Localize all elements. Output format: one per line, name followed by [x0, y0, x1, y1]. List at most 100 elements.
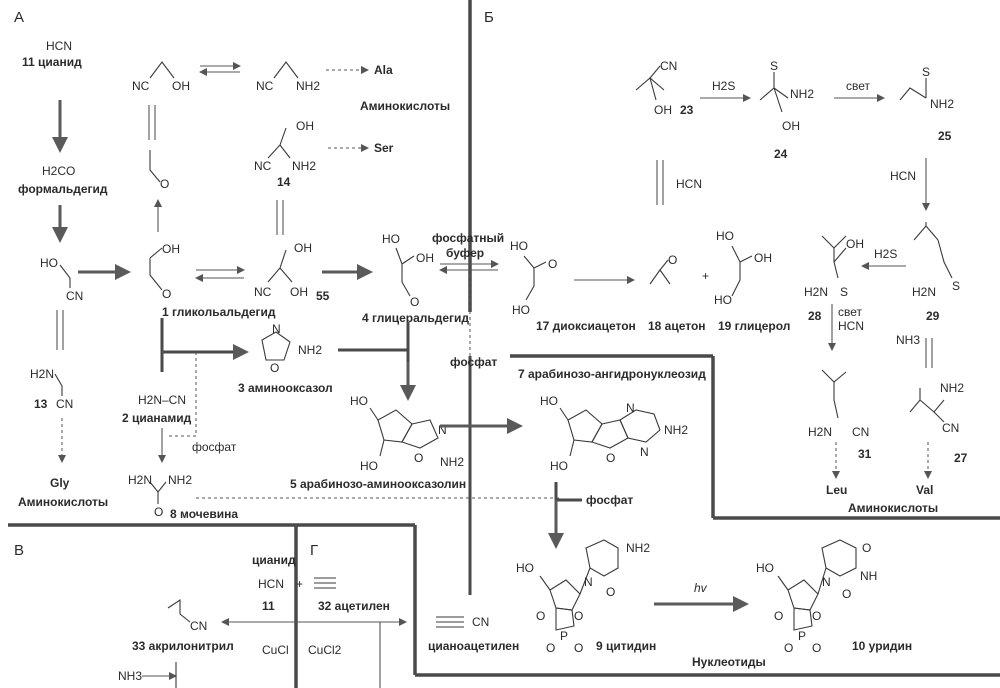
- aminopropionitrile-bonds: [273, 61, 299, 79]
- nh3-right: NH3: [896, 333, 920, 347]
- glycerol-bonds: [731, 245, 741, 297]
- c23-cn: CN: [660, 59, 677, 73]
- c28-s: S: [840, 285, 848, 299]
- anhydro-ho-bottom: HO: [550, 459, 568, 473]
- c24-bonds: [759, 87, 789, 101]
- cytidine-p: P: [560, 629, 568, 643]
- acetone-co: [659, 259, 669, 271]
- c28-cs: [833, 261, 839, 279]
- cyanoacetylene-triple-bond: [436, 616, 464, 628]
- anhydronucleoside-label: 7 арабинозо-ангидронуклеозид: [518, 367, 706, 381]
- glycolaldehyde-oh: OH: [162, 242, 180, 256]
- acetone-label: 18 ацетон: [648, 319, 706, 333]
- arabinose-aminooxazoline-structure: [369, 407, 439, 457]
- cucl: CuCl: [262, 643, 289, 657]
- phosphate-buffer-1: фосфатный: [432, 231, 504, 245]
- aminooxazole-o: O: [270, 361, 279, 375]
- serinonitrile-bonds-a: [267, 127, 287, 159]
- section-label-g: Г: [310, 542, 318, 559]
- compound-31: 31: [858, 447, 872, 461]
- nh3-bottom: NH3: [118, 669, 142, 683]
- anhydronucleoside-structure: [559, 407, 661, 457]
- ala-label: Ala: [374, 63, 393, 77]
- compound-29: 29: [926, 309, 940, 323]
- uridine-oo: O: [784, 641, 793, 655]
- c55-bonds-a: [267, 249, 287, 283]
- dha-ho: HO: [510, 239, 528, 253]
- anhydro-n2: N: [640, 445, 649, 459]
- c28-top: [821, 235, 847, 249]
- aminooxazole-ring: [261, 331, 291, 361]
- glyceraldehyde-label: 4 глицеральдегид: [362, 311, 469, 325]
- aminoacetonitrile-h2n: H2N: [30, 367, 54, 381]
- glyceraldehyde-oh: OH: [416, 251, 434, 265]
- h2s-2: H2S: [874, 247, 897, 261]
- aminopropionitrile-nc: NC: [256, 79, 274, 93]
- section-frames: [8, 0, 1000, 688]
- acrylonitrile-bonds: [167, 598, 191, 623]
- glyceraldehyde-o: O: [410, 295, 419, 309]
- leu-label: Leu: [826, 483, 847, 497]
- anhydro-ho-top: HO: [540, 394, 558, 408]
- cyanide-label: 11 цианид: [22, 55, 82, 69]
- glyceraldehyde-bonds: [395, 247, 411, 297]
- glycolaldehyde-oh-bond: [149, 247, 163, 259]
- compound-27: 27: [954, 451, 968, 465]
- c31-h2n: H2N: [808, 425, 832, 439]
- acrylonitrile-label: 33 акрилонитрил: [132, 639, 234, 653]
- serinonitrile-oh: OH: [296, 119, 314, 133]
- c28-h2n: H2N: [804, 285, 828, 299]
- compound-13: 13: [34, 397, 48, 411]
- c31-chain: [833, 382, 839, 419]
- c31-top: [821, 369, 847, 383]
- arabinose-o: O: [414, 451, 423, 465]
- phosphate-small: фосфат: [192, 440, 237, 454]
- urea-nh2: NH2: [168, 473, 192, 487]
- hcn-right: HCN: [890, 169, 916, 183]
- glyceraldehyde-ho: HO: [382, 232, 400, 246]
- uridine-o2: O: [842, 587, 851, 601]
- hcn-top: HCN: [46, 39, 72, 53]
- aminoacetonitrile-cn: CN: [56, 397, 73, 411]
- c27-cn-bond: [933, 411, 945, 423]
- phosphate-mid: фосфат: [450, 355, 497, 369]
- arabinose-aminooxazoline-label: 5 арабинозо-аминооксазолин: [290, 477, 466, 491]
- c29-chain: [937, 239, 953, 279]
- cytidine-o: O: [606, 585, 615, 599]
- cyanamide-label: 2 цианамид: [122, 411, 192, 425]
- acetylene-triple-bond: [314, 577, 336, 589]
- light-2: свет: [838, 305, 863, 319]
- compound-24: 24: [774, 147, 788, 161]
- aminooxazole-n: N: [272, 322, 281, 336]
- c24-oh-bond: [773, 87, 783, 113]
- aminoacids-right: Аминокислоты: [848, 501, 938, 515]
- acetone-cyanohydrin-cn-bond: [649, 65, 661, 79]
- compound-28: 28: [808, 309, 822, 323]
- c29-s: S: [952, 279, 960, 293]
- glycerol-label: 19 глицерол: [718, 319, 790, 333]
- flow-aminooxazole-right: [338, 348, 410, 370]
- section-label-b: Б: [484, 9, 494, 26]
- glycolonitrile-bonds: [59, 264, 71, 288]
- glycerol-ho2: HO: [714, 293, 732, 307]
- compound-11: 11: [262, 599, 275, 613]
- c25-s: S: [922, 65, 930, 79]
- anhydro-o: O: [606, 451, 615, 465]
- urea-h2n: H2N: [128, 473, 152, 487]
- cyanoacetylene-label: цианоацетилен: [428, 639, 519, 653]
- uridine-structure: [777, 539, 857, 631]
- glycolaldehyde-o: O: [162, 287, 171, 301]
- glycolonitrile-ho: HO: [40, 256, 58, 270]
- uridine-nh: NH: [860, 569, 877, 583]
- c55-oh-top: OH: [294, 241, 312, 255]
- arabinose-n: N: [438, 423, 447, 437]
- uridine-p: P: [798, 629, 806, 643]
- c24-s: S: [770, 59, 778, 73]
- plus-b: +: [702, 269, 709, 283]
- section-label-v: В: [14, 542, 24, 559]
- phosphate-buffer-2: буфер: [446, 246, 484, 260]
- urea-o: O: [154, 505, 163, 519]
- cyanide-g: цианид: [252, 553, 296, 567]
- aminoacetonitrile-bonds: [54, 373, 63, 396]
